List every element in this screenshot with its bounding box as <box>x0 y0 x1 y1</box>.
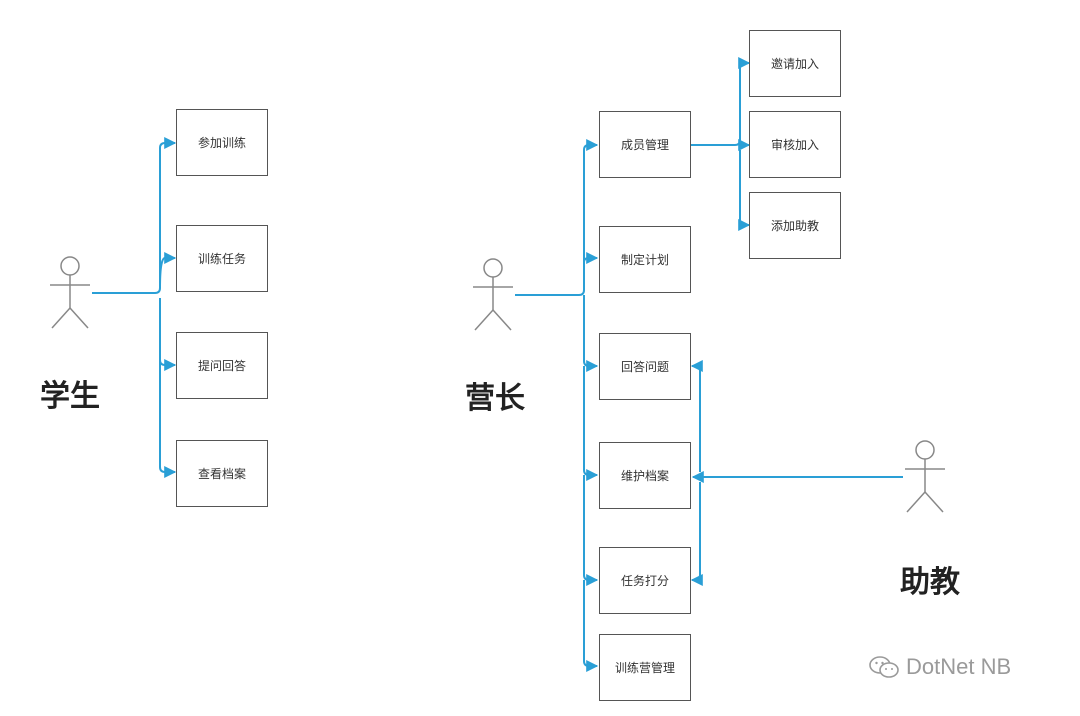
student-action-box: 提问回答 <box>176 332 268 399</box>
watermark-text: DotNet NB <box>906 654 1012 679</box>
student-action-label: 训练任务 <box>197 252 246 266</box>
leader-action-label: 训练营管理 <box>614 661 675 675</box>
leader-action-box: 训练营管理 <box>599 634 691 701</box>
leader-action-label: 回答问题 <box>620 360 669 374</box>
student-action-label: 提问回答 <box>197 359 246 373</box>
camp-leader-label: 营长 <box>465 381 525 416</box>
leader-action-label: 成员管理 <box>620 138 669 152</box>
member-management-action-label: 邀请加入 <box>770 57 819 71</box>
member-management-action-box: 添加助教 <box>749 192 841 259</box>
member-management-connectors <box>690 57 751 231</box>
leader-action-box: 任务打分 <box>599 547 691 614</box>
student-actor-figure <box>50 256 90 329</box>
camp-leader-actor-figure <box>473 258 513 331</box>
member-management-action-box: 邀请加入 <box>749 30 841 97</box>
student-action-label: 参加训练 <box>197 136 246 150</box>
leader-action-box: 成员管理 <box>599 111 691 178</box>
member-management-action-box: 审核加入 <box>749 111 841 178</box>
leader-action-box: 制定计划 <box>599 226 691 293</box>
student-connectors <box>92 137 177 478</box>
leader-action-label: 维护档案 <box>620 469 669 483</box>
student-action-box: 参加训练 <box>176 109 268 176</box>
wechat-icon <box>869 656 899 678</box>
member-management-action-label: 添加助教 <box>770 219 819 233</box>
leader-action-box: 回答问题 <box>599 333 691 400</box>
student-label: 学生 <box>40 379 100 414</box>
watermark: DotNet NB <box>868 654 1011 680</box>
leader-action-box: 维护档案 <box>599 442 691 509</box>
leader-connectors <box>515 139 599 672</box>
leader-action-label: 任务打分 <box>620 574 669 588</box>
student-action-box: 训练任务 <box>176 225 268 292</box>
assistant-actor-figure <box>905 440 945 513</box>
assistant-label: 助教 <box>900 565 960 600</box>
student-action-box: 查看档案 <box>176 440 268 507</box>
student-action-label: 查看档案 <box>197 467 246 481</box>
assistant-connectors <box>690 360 903 586</box>
leader-action-label: 制定计划 <box>620 253 669 267</box>
member-management-action-label: 审核加入 <box>770 138 819 152</box>
